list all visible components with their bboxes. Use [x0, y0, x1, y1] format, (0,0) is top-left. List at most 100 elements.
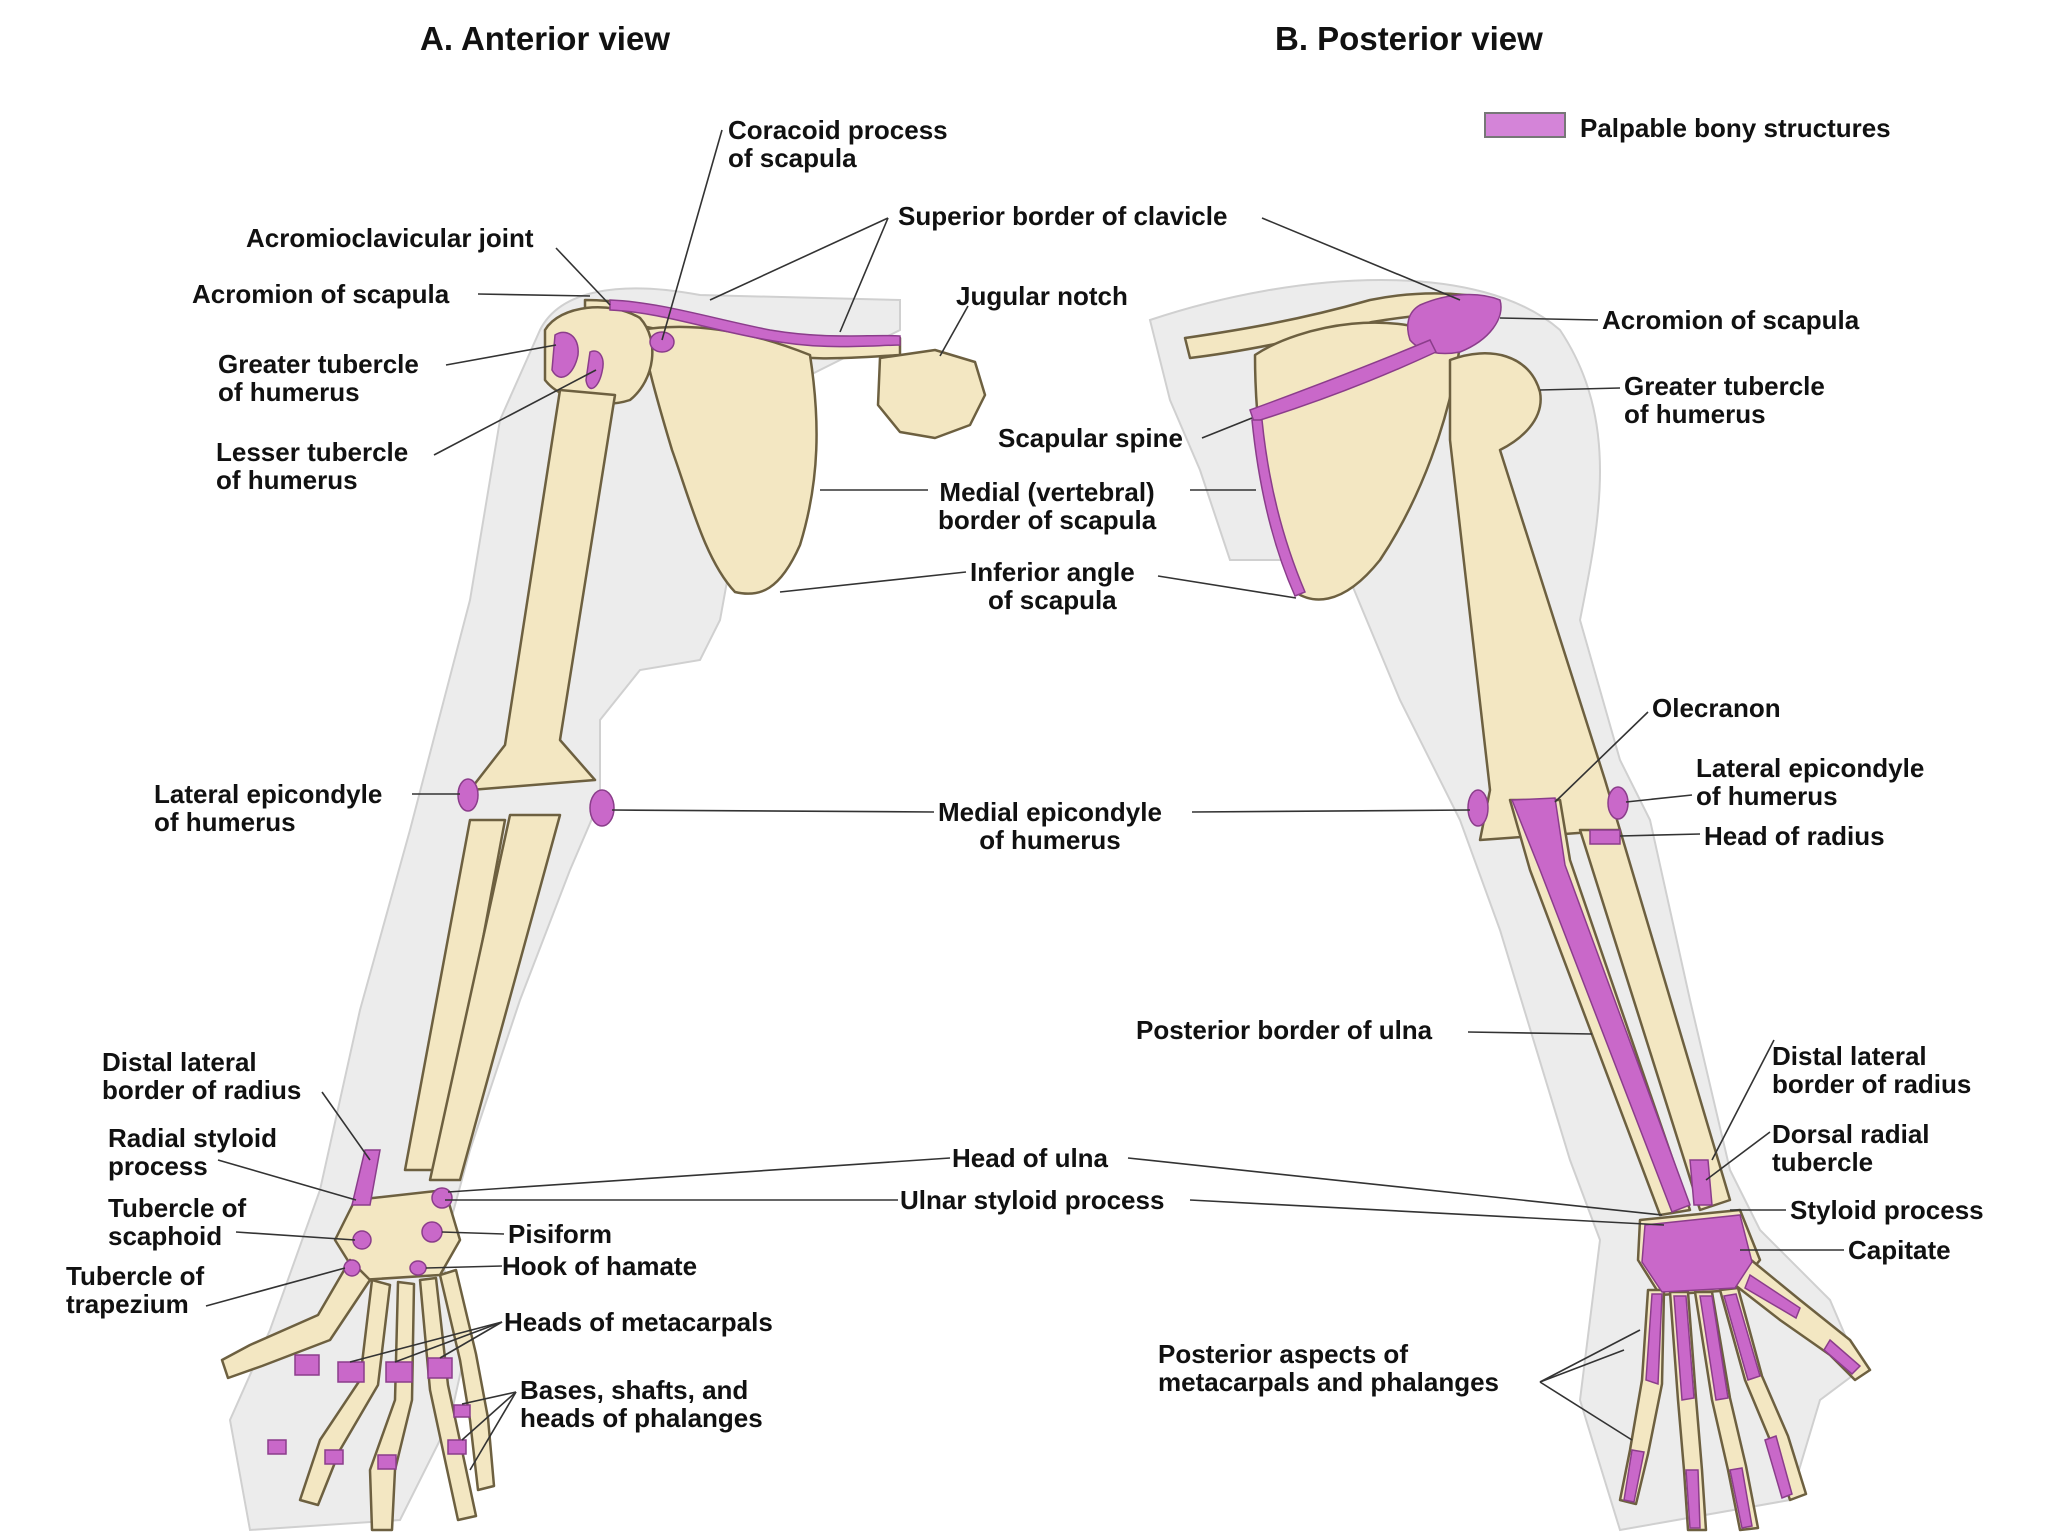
scapular-spine-highlight [1249, 339, 1438, 423]
leader-hamate [425, 1265, 503, 1269]
label-inferior-angle-scapula: Inferior angle of scapula [970, 558, 1135, 614]
label-head-of-ulna: Head of ulna [952, 1144, 1108, 1172]
label-line: tubercle [1772, 1147, 1874, 1177]
dorsal-radial-tubercle-highlight [1689, 1159, 1713, 1206]
label-heads-metacarpals: Heads of metacarpals [504, 1308, 773, 1336]
label-radial-styloid: Radial styloid process [108, 1124, 277, 1180]
mc-posterior-5 [1645, 1293, 1663, 1386]
ph-posterior-3 [1729, 1467, 1753, 1529]
mc-posterior-2 [1723, 1293, 1761, 1381]
label-line: of scapula [728, 143, 857, 173]
label-line: Medial (vertebral) [939, 477, 1155, 507]
olecranon-ulna-highlight [1510, 797, 1691, 1213]
label-medial-epicondyle: Medial epicondyle of humerus [938, 798, 1162, 854]
label-line: border of scapula [938, 505, 1157, 535]
leader-mc-heads-c [349, 1321, 503, 1363]
label-line: Jugular notch [956, 281, 1128, 311]
label-line: Distal lateral [1772, 1041, 1927, 1071]
capitate-highlight [1641, 1214, 1753, 1293]
medial-epicondyle-posterior-highlight [1467, 789, 1489, 827]
leader-post-mc-a [1539, 1329, 1641, 1383]
anterior-skeleton [220, 298, 987, 1532]
label-line: of humerus [218, 377, 360, 407]
mc-head-3 [385, 1361, 413, 1383]
coracoid-highlight [649, 331, 675, 353]
leader-phal-c [469, 1391, 517, 1471]
mc-posterior-4 [1673, 1295, 1695, 1401]
phal-3 [377, 1454, 397, 1470]
leader-trapezium [205, 1267, 346, 1307]
label-tubercle-trapezium: Tubercle of trapezium [66, 1262, 204, 1318]
leader-post-mc-b [1539, 1349, 1625, 1383]
head-of-radius-highlight [1589, 829, 1621, 845]
label-line: Inferior angle [970, 557, 1135, 587]
label-line: Superior border of clavicle [898, 201, 1228, 231]
mc-head-4 [427, 1357, 453, 1379]
label-line: Lateral epicondyle [1696, 753, 1925, 783]
leader-mc-heads-b [394, 1321, 503, 1363]
lateral-epicondyle-posterior-highlight [1607, 786, 1629, 820]
leader-scapular-spine [1201, 417, 1253, 439]
medial-epicondyle-highlight [589, 789, 615, 827]
leader-radial-styloid [217, 1159, 357, 1201]
label-line: Tubercle of [108, 1193, 247, 1223]
lateral-epicondyle-highlight [457, 778, 479, 812]
leader-clavicle-b [839, 217, 889, 333]
label-line: Acromion of scapula [192, 279, 450, 309]
anterior-finger-2 [298, 1278, 392, 1507]
leader-distal-lateral-posterior [1711, 1039, 1775, 1161]
radial-styloid-highlight [351, 1149, 381, 1206]
leader-greater-tubercle-posterior [1539, 387, 1621, 391]
anterior-scapula [638, 325, 818, 595]
medial-border-highlight [1251, 419, 1306, 597]
leader-pisiform [441, 1231, 505, 1235]
label-line: trapezium [66, 1289, 189, 1319]
label-olecranon: Olecranon [1652, 694, 1781, 722]
label-line: Medial epicondyle [938, 797, 1162, 827]
ph-posterior-thumb [1823, 1338, 1862, 1376]
acromion-posterior-highlight [1407, 293, 1502, 355]
label-line: Head of ulna [952, 1143, 1109, 1173]
leader-clavicle-c [1261, 217, 1461, 301]
label-distal-lateral-radius-anterior: Distal lateral border of radius [102, 1048, 301, 1104]
label-greater-tubercle-posterior: Greater tubercle of humerus [1624, 372, 1825, 428]
label-styloid-process: Styloid process [1790, 1196, 1984, 1224]
leader-acromioclavicular [555, 247, 611, 306]
label-line: Styloid process [1790, 1195, 1984, 1225]
phal-4 [447, 1439, 467, 1455]
trapezium-highlight [343, 1259, 361, 1277]
anterior-finger-5 [438, 1268, 496, 1492]
label-line: process [108, 1151, 208, 1181]
label-line: border of radius [102, 1075, 302, 1105]
label-line: Bases, shafts, and [520, 1375, 749, 1405]
leader-scaphoid [235, 1231, 356, 1241]
label-tubercle-scaphoid: Tubercle of scaphoid [108, 1194, 246, 1250]
label-greater-tubercle-anterior: Greater tubercle of humerus [218, 350, 419, 406]
anterior-clavicle-highlight [609, 299, 901, 348]
label-pisiform: Pisiform [508, 1220, 612, 1248]
leader-head-ulna-a [447, 1157, 951, 1193]
label-line: Acromioclavicular joint [246, 223, 534, 253]
label-line: Coracoid process [728, 115, 948, 145]
leader-inferior-a [779, 571, 967, 593]
label-acromion-posterior: Acromion of scapula [1602, 306, 1859, 334]
label-line: heads of phalanges [520, 1403, 763, 1433]
phal-1 [267, 1439, 287, 1455]
label-line: Greater tubercle [218, 349, 419, 379]
leader-posterior-border-ulna [1467, 1031, 1593, 1035]
leader-acromion-posterior [1499, 317, 1599, 321]
label-line: of humerus [1696, 781, 1838, 811]
label-line: border of radius [1772, 1069, 1972, 1099]
label-line: scaphoid [108, 1221, 223, 1251]
leader-ulnar-styloid-b [1189, 1199, 1665, 1226]
label-line: Acromion of scapula [1602, 305, 1860, 335]
label-lateral-epicondyle-anterior: Lateral epicondyle of humerus [154, 780, 382, 836]
phal-2 [324, 1449, 344, 1465]
label-line: Distal lateral [102, 1047, 257, 1077]
label-line: Pisiform [508, 1219, 613, 1249]
label-phalanges-anterior: Bases, shafts, and heads of phalanges [520, 1376, 763, 1432]
leader-acromion-anterior [477, 293, 591, 297]
label-line: Head of radius [1704, 821, 1885, 851]
